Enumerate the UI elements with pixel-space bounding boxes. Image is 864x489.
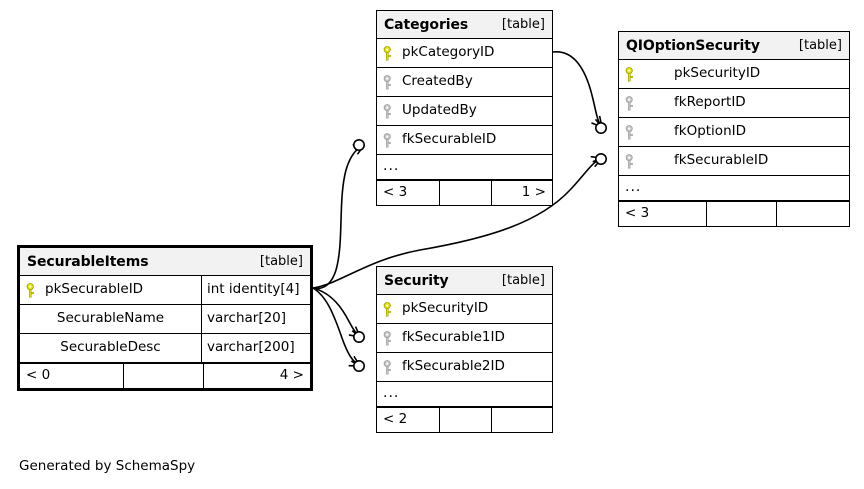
table-title: QIOptionSecurity [626, 37, 760, 54]
column-row[interactable]: pkCategoryID [377, 39, 552, 68]
footer-children-count[interactable]: 4 > [279, 367, 304, 384]
column-row[interactable]: fkSecurableID [619, 147, 849, 176]
column-type-cell: varchar[20] [201, 305, 310, 333]
foreign-key-icon [383, 359, 394, 375]
more-columns-indicator: ... [377, 155, 552, 180]
column-row[interactable]: pkSecurableID int identity[4] [20, 276, 310, 305]
primary-key-icon [383, 45, 394, 61]
column-row[interactable]: fkSecurable2ID [377, 353, 552, 382]
column-label: CreatedBy [402, 73, 473, 90]
column-name-cell: fkSecurableID [377, 126, 552, 154]
table-header-qioptionsecurity: QIOptionSecurity [table] [619, 32, 849, 60]
table-node-qioptionsecurity[interactable]: QIOptionSecurity [table] pkSecurityID fk… [618, 31, 850, 227]
column-name-cell: UpdatedBy [377, 97, 552, 125]
column-name-cell: SecurableName [20, 305, 201, 333]
more-columns-indicator: ... [619, 176, 849, 201]
primary-key-icon [383, 301, 394, 317]
footer-children-count[interactable] [492, 408, 552, 432]
edge-securableitems-to-security-2 [312, 287, 365, 372]
footer-parents-count[interactable]: < 3 [619, 202, 707, 226]
table-footer: < 3 [619, 201, 849, 226]
column-label: fkSecurableID [402, 131, 497, 148]
table-type-tag: [table] [798, 38, 842, 53]
column-label: UpdatedBy [402, 102, 477, 119]
column-row[interactable]: fkSecurableID [377, 126, 552, 155]
column-name-cell: fkOptionID [619, 118, 849, 146]
table-type-tag: [table] [501, 17, 545, 32]
table-header-security: Security [table] [377, 267, 552, 295]
column-row[interactable]: SecurableName varchar[20] [20, 305, 310, 334]
column-name-cell: pkSecurityID [377, 295, 552, 323]
table-node-categories[interactable]: Categories [table] pkCategoryID CreatedB… [376, 10, 553, 206]
column-name-cell: pkSecurableID [20, 276, 201, 304]
table-title: Security [384, 272, 449, 289]
column-name-cell: pkSecurityID [619, 60, 849, 88]
column-label: fkReportID [674, 94, 746, 111]
primary-key-icon [26, 282, 37, 298]
table-footer: < 3 1 > [377, 180, 552, 205]
column-label: fkSecurable2ID [402, 358, 505, 375]
column-name-cell: pkCategoryID [377, 39, 552, 67]
footer-children-count[interactable] [777, 202, 849, 226]
column-row[interactable]: pkSecurityID [619, 60, 849, 89]
column-label: fkSecurable1ID [402, 329, 505, 346]
column-row[interactable]: fkOptionID [619, 118, 849, 147]
column-label: pkSecurityID [674, 65, 761, 82]
footer-middle-cell [440, 408, 492, 432]
table-title: Categories [384, 16, 469, 33]
column-row[interactable]: CreatedBy [377, 68, 552, 97]
column-label: pkSecurityID [402, 300, 489, 317]
table-type-tag: [table] [259, 254, 303, 269]
footer-children-count[interactable]: 1 > [521, 184, 546, 201]
foreign-key-icon [383, 74, 394, 90]
foreign-key-icon [625, 153, 636, 169]
footer-middle-cell [707, 202, 777, 226]
column-label: pkCategoryID [402, 44, 495, 61]
column-row[interactable]: UpdatedBy [377, 97, 552, 126]
table-footer: < 0 4 > [20, 363, 310, 388]
column-name-cell: CreatedBy [377, 68, 552, 96]
foreign-key-icon [625, 124, 636, 140]
column-row[interactable]: fkReportID [619, 89, 849, 118]
footer-middle-cell [440, 181, 492, 205]
table-title: SecurableItems [27, 253, 149, 270]
column-label: fkOptionID [674, 123, 747, 140]
column-row[interactable]: SecurableDesc varchar[200] [20, 334, 310, 363]
column-row[interactable]: pkSecurityID [377, 295, 552, 324]
table-type-tag: [table] [501, 273, 545, 288]
generated-by-credit: Generated by SchemaSpy [19, 458, 196, 474]
column-name-cell: SecurableDesc [20, 334, 201, 362]
column-label: SecurableDesc [60, 339, 161, 356]
column-label: pkSecurableID [45, 281, 144, 298]
table-footer: < 2 [377, 407, 552, 432]
foreign-key-icon [625, 95, 636, 111]
footer-parents-count[interactable]: < 3 [377, 181, 440, 205]
column-type-cell: varchar[200] [201, 334, 310, 362]
primary-key-icon [625, 66, 636, 82]
column-name-cell: fkSecurable2ID [377, 353, 552, 381]
edge-securableitems-to-categories [312, 139, 365, 290]
column-label: SecurableName [56, 310, 165, 327]
column-name-cell: fkSecurable1ID [377, 324, 552, 352]
table-node-security[interactable]: Security [table] pkSecurityID fkSecurabl… [376, 266, 553, 433]
column-name-cell: fkSecurableID [619, 147, 849, 175]
footer-parents-count[interactable]: < 2 [377, 408, 440, 432]
footer-parents-count[interactable]: < 0 [20, 364, 124, 388]
table-node-securableitems[interactable]: SecurableItems [table] pkSecurableID int… [17, 245, 313, 391]
edge-categories-to-qioptionsecurity [552, 51, 607, 135]
foreign-key-icon [383, 103, 394, 119]
foreign-key-icon [383, 330, 394, 346]
column-label: fkSecurableID [674, 152, 769, 169]
foreign-key-icon [383, 132, 394, 148]
table-header-categories: Categories [table] [377, 11, 552, 39]
more-columns-indicator: ... [377, 382, 552, 407]
column-type-cell: int identity[4] [201, 276, 310, 304]
footer-middle-cell [124, 364, 204, 388]
column-name-cell: fkReportID [619, 89, 849, 117]
column-row[interactable]: fkSecurable1ID [377, 324, 552, 353]
edge-securableitems-to-security-1 [312, 287, 365, 343]
table-header-securableitems: SecurableItems [table] [20, 248, 310, 276]
